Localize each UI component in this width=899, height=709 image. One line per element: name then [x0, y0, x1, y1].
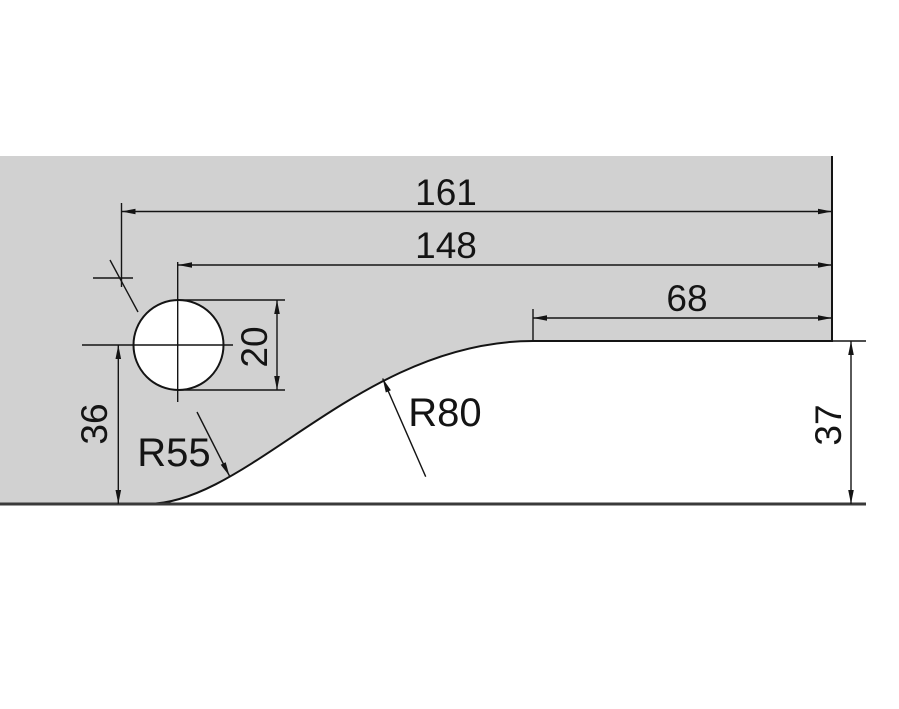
dimension-label: 161 [415, 172, 477, 213]
marker-slash [109, 259, 139, 313]
arrowhead-up [848, 341, 854, 355]
dimension-overall-length: 161 [120, 172, 832, 287]
part-surface [0, 156, 832, 504]
radius-label: R55 [137, 431, 210, 475]
leader-line [382, 378, 427, 477]
radius-label: R80 [408, 391, 481, 435]
arrowhead-down [274, 376, 280, 390]
dimension-label: 37 [808, 404, 849, 445]
arrowhead-left [121, 208, 136, 215]
arrowhead-right [818, 315, 832, 321]
dimension-label: 148 [415, 225, 477, 266]
arrowhead-left [178, 262, 192, 268]
arrowhead [220, 462, 230, 476]
arrowhead-up [115, 345, 122, 359]
dimension-label: 36 [74, 403, 115, 444]
arrowhead [382, 378, 391, 393]
reference-point-marker [93, 259, 139, 313]
arrowhead-right [818, 262, 832, 268]
dimension-hole-to-edge: 148 [178, 225, 832, 268]
part-outline [146, 156, 833, 505]
radius-callout-r80: R80 [382, 378, 482, 477]
arrowhead-down [848, 490, 854, 504]
dimension-hole-diameter: 20 [178, 299, 285, 391]
dimension-height-right: 37 [808, 340, 866, 504]
dimension-label: 20 [234, 326, 275, 367]
arrowhead-down [115, 490, 122, 504]
arrowhead-right [818, 208, 832, 215]
radius-callout-r55: R55 [137, 411, 231, 477]
dimension-height-left: 36 [74, 345, 122, 504]
dimension-label: 68 [666, 278, 707, 319]
dimension-top-flat-length: 68 [532, 278, 832, 342]
arrowhead-up [274, 300, 280, 314]
arrowhead-left [533, 315, 547, 321]
